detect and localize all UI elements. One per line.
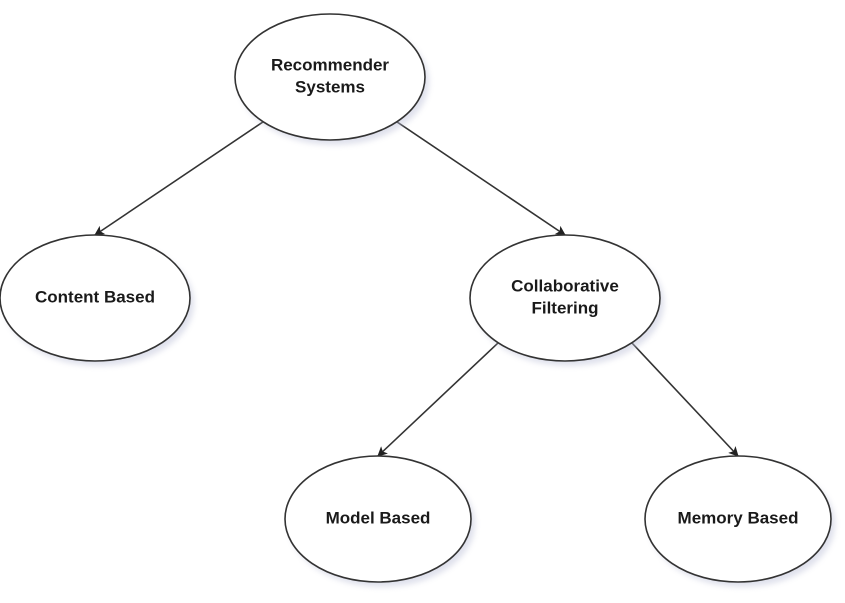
node-label-line-1: Collaborative [511, 276, 619, 295]
edges-group [94, 121, 739, 457]
node-label-line-1: Memory Based [678, 508, 799, 527]
edge-root-to-collab [396, 121, 566, 236]
node-ellipse [284, 455, 472, 583]
node-recommender-systems[interactable]: Recommender Systems [234, 13, 429, 145]
node-ellipse [0, 234, 191, 362]
node-model-based[interactable]: Model Based [284, 455, 475, 587]
node-ellipse [469, 234, 661, 362]
node-ellipse [644, 455, 832, 583]
edge-root-to-content [94, 121, 264, 236]
node-collaborative-filtering[interactable]: Collaborative Filtering [469, 234, 664, 366]
node-ellipse [234, 13, 426, 141]
node-label-line-2: Systems [295, 77, 365, 96]
node-memory-based[interactable]: Memory Based [644, 455, 835, 587]
node-label-line-1: Content Based [35, 287, 155, 306]
node-label-line-1: Recommender [271, 55, 389, 74]
edge-collab-to-memory [631, 342, 739, 457]
node-label-line-2: Filtering [531, 298, 598, 317]
node-content-based[interactable]: Content Based [0, 234, 194, 366]
edge-collab-to-model [377, 342, 499, 457]
node-label-line-1: Model Based [326, 508, 431, 527]
